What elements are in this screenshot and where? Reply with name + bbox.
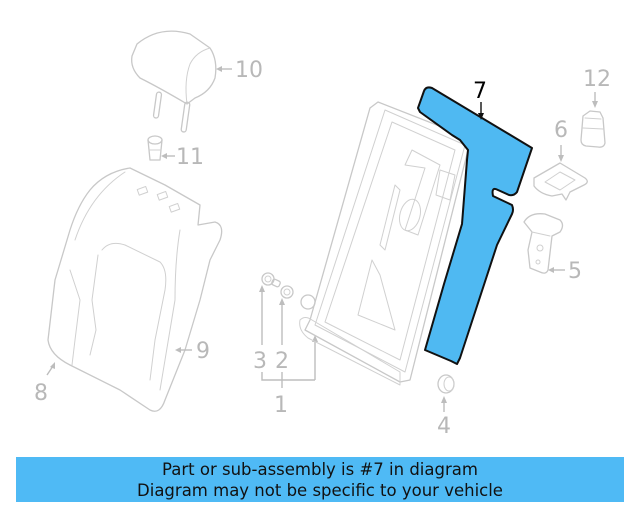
latch-cover-part: [533, 162, 588, 201]
svg-text:10: 10: [235, 58, 263, 83]
callout-8: 8: [34, 362, 55, 406]
svg-text:5: 5: [568, 259, 582, 284]
callout-12: 12: [583, 67, 611, 108]
callout-3-2-1: 3 2 1: [253, 285, 318, 418]
bolt-part: [261, 272, 294, 299]
callout-7: 7: [473, 79, 487, 120]
callout-11: 11: [161, 145, 204, 170]
callout-4: 4: [437, 396, 451, 439]
callout-10: 10: [216, 58, 263, 83]
callout-9: 9: [175, 339, 210, 364]
svg-text:8: 8: [34, 381, 48, 406]
headrest-part: [131, 30, 217, 133]
svg-text:9: 9: [196, 339, 210, 364]
svg-text:4: 4: [437, 414, 451, 439]
info-banner: Part or sub-assembly is #7 in diagram Di…: [16, 457, 624, 502]
banner-line-disclaimer: Diagram may not be specific to your vehi…: [137, 480, 503, 500]
banner-line-part-number: Part or sub-assembly is #7 in diagram: [162, 459, 478, 479]
seatback-cover-part: [47, 167, 223, 412]
svg-text:1: 1: [274, 393, 288, 418]
callout-6: 6: [554, 118, 568, 162]
svg-text:2: 2: [275, 349, 289, 374]
seatback-panel-part-7[interactable]: [417, 86, 533, 365]
svg-text:12: 12: [583, 67, 611, 92]
headrest-guide-part: [147, 135, 163, 161]
callout-5: 5: [548, 259, 582, 284]
svg-text:11: 11: [176, 145, 204, 170]
hinge-bracket-part: [523, 213, 564, 274]
plug-part: [437, 374, 455, 394]
cap-part: [580, 110, 606, 148]
svg-text:6: 6: [554, 118, 568, 143]
svg-text:3: 3: [253, 349, 267, 374]
svg-text:7: 7: [473, 79, 487, 104]
